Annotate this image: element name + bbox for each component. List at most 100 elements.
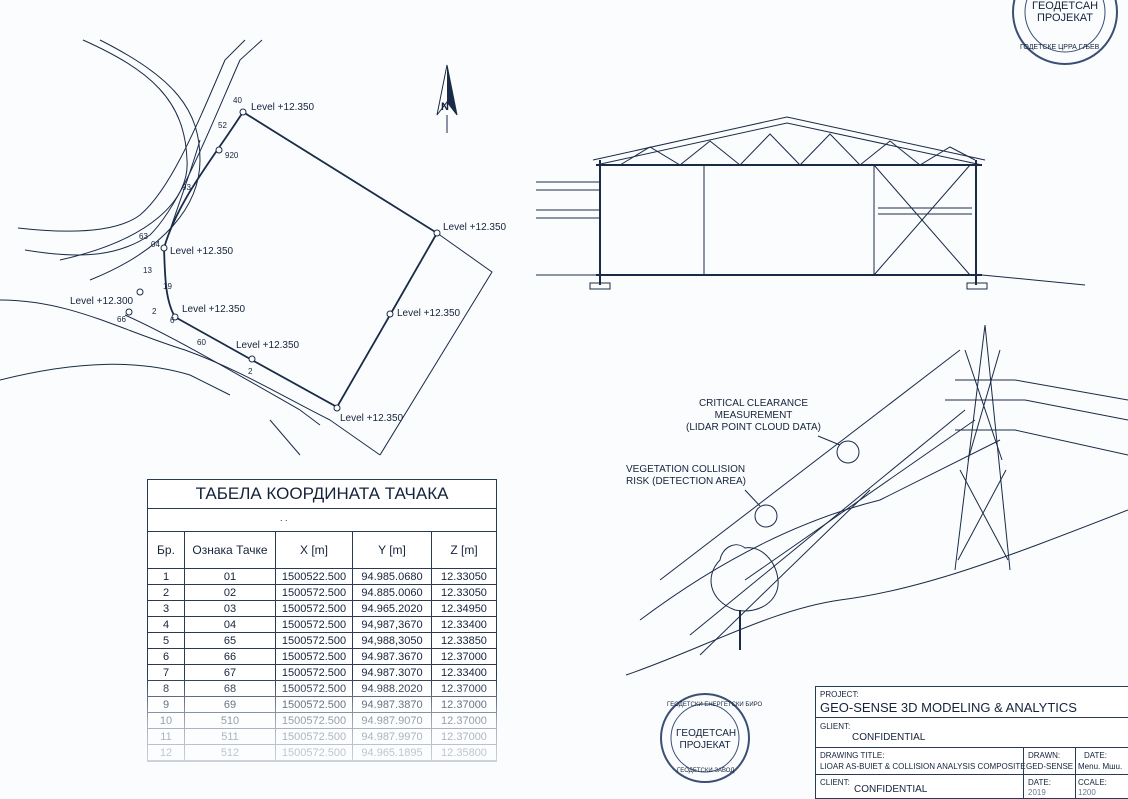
- date2-value: 2019: [1028, 788, 1046, 797]
- table-cell: 3: [148, 600, 185, 617]
- table-subtitle: . .: [148, 509, 496, 532]
- note-line: CRITICAL CLEARANCE: [698, 398, 809, 409]
- table-cell: 6: [148, 648, 185, 665]
- point-number: 40: [233, 96, 242, 105]
- corner-stamp-ring: ГОДЕТСКЕ ЦРРА ГЉЕВ: [1020, 44, 1100, 51]
- level-label: Level +12.350: [182, 304, 246, 315]
- stamp-ring-text: ГЕОДЕТСКИ ЗАВОД: [677, 768, 735, 774]
- project-value: GEO-SENSE 3D MODELING & ANALYTICS: [820, 700, 1077, 715]
- point-number: 66: [117, 315, 126, 324]
- client-value: CONFIDENTIAL: [852, 732, 926, 743]
- level-label: Level +12.350: [340, 413, 404, 424]
- drawing-title-value: LIOAR AS-BUIET & COLLISION ANALYSIS COMP…: [820, 762, 1026, 771]
- column-header: Z [m]: [431, 532, 496, 569]
- stamp-ring-text: ГЕОДЕТСКИ ЕНЕРГЕТСКИ БИРО: [667, 702, 763, 708]
- table-cell: 12.34950: [431, 600, 496, 617]
- stamp-line: ГЕОДЕТСАН: [1032, 0, 1099, 12]
- table-cell: 12.33850: [431, 632, 496, 649]
- stamp-line: ПРОЈЕКАТ: [679, 740, 731, 751]
- stamp-line: ПРОЈЕКАТ: [1037, 12, 1093, 24]
- table-cell: 1500572.500: [275, 632, 353, 649]
- survey-point-marker: [239, 108, 247, 116]
- powerline-section: [625, 324, 1128, 676]
- point-number: 04: [151, 240, 160, 249]
- table-cell: 12.33050: [431, 584, 496, 601]
- table-title: ТАБЕЛА КООРДИНАТА ТАЧАКА: [148, 480, 496, 509]
- warehouse-elevation: [536, 116, 1086, 290]
- point-number: 93: [182, 183, 191, 192]
- table-fade-overlay: [140, 676, 510, 797]
- date-value: Menu. Mшu.: [1078, 762, 1123, 771]
- level-label: Level +12.350: [236, 340, 300, 351]
- table-cell: 01: [184, 568, 276, 585]
- table-cell: 03: [184, 600, 276, 617]
- column-header: X [m]: [275, 532, 353, 569]
- parcel-boundary: [163, 111, 439, 409]
- client2-key: CLIENT:: [820, 778, 850, 787]
- table-cell: 12.33050: [431, 568, 496, 585]
- table-cell: 1: [148, 568, 185, 585]
- drawn-value: GED-SENSE: [1026, 762, 1074, 771]
- table-cell: 66: [184, 648, 276, 665]
- level-label: Level +12.350: [170, 246, 234, 257]
- table-cell: 2: [148, 584, 185, 601]
- scale-value: 1200: [1078, 788, 1096, 797]
- table-cell: 1500572.500: [275, 648, 353, 665]
- table-header-row: Бр. Ознака Тачке X [m] Y [m] Z [m]: [148, 532, 496, 569]
- table-cell: 4: [148, 616, 185, 633]
- table-cell: 94,988,3050: [352, 632, 432, 649]
- client-key: GLIENT:: [820, 722, 851, 731]
- note-line: MEASUREMENT: [714, 410, 793, 421]
- column-header: Ознака Тачке: [184, 532, 276, 569]
- point-number: 6: [170, 316, 175, 325]
- level-label: Level +12.350: [251, 102, 315, 113]
- table-cell: 1500572.500: [275, 600, 353, 617]
- north-label: N: [441, 101, 449, 113]
- date2-key: DATE:: [1028, 778, 1051, 787]
- point-number: 2: [152, 307, 157, 316]
- project-key: PROJECT:: [820, 690, 859, 699]
- client2-value: CONFIDENTIAL: [854, 784, 928, 795]
- road-edge: [59, 39, 188, 261]
- note-line: (LIDAR POINT CLOUD DATA): [686, 422, 822, 433]
- vegetation-risk-note: VEGETATION COLLISION RISK (DETECTION ARE…: [626, 464, 746, 488]
- point-number: 60: [197, 338, 206, 347]
- date-key: DATE:: [1084, 751, 1107, 760]
- table-cell: 94.987.3670: [352, 648, 432, 665]
- drawn-key: DRAWN:: [1028, 751, 1061, 760]
- column-header: Y [m]: [352, 532, 432, 569]
- point-number: 920: [225, 151, 239, 160]
- note-line: RISK (DETECTION AREA): [626, 476, 747, 487]
- level-label: Level +12.350: [443, 222, 507, 233]
- point-number: 19: [163, 282, 172, 291]
- point-number: 63: [139, 232, 148, 241]
- table-cell: 94.965.2020: [352, 600, 432, 617]
- point-number: 52: [218, 121, 227, 130]
- stamp-line: ГЕОДЕТСАН: [676, 728, 737, 739]
- north-arrow-icon: [436, 64, 458, 133]
- table-cell: 65: [184, 632, 276, 649]
- table-cell: 04: [184, 616, 276, 633]
- table-cell: 5: [148, 632, 185, 649]
- table-cell: 02: [184, 584, 276, 601]
- scale-key: CCALE:: [1078, 778, 1107, 787]
- project-row: PROJECT: GEO-SENSE 3D MODELING & ANALYTI…: [816, 687, 1128, 718]
- note-line: VEGETATION COLLISION: [626, 464, 746, 475]
- corner-stamp: ГЕОДЕТСАН ПРОЈЕКАТ: [1032, 0, 1098, 24]
- level-label: Level +12.300: [70, 296, 134, 307]
- stamp-center: ГЕОДЕТСАН ПРОЈЕКАТ: [676, 728, 737, 752]
- client2-row: CLIENT: CONFIDENTIAL DATE: 2019 CCALE: 1…: [816, 775, 1128, 798]
- table-cell: 12.37000: [431, 648, 496, 665]
- column-header: Бр.: [148, 532, 185, 569]
- table-cell: 12.33400: [431, 616, 496, 633]
- client-row: GLIENT: CONFIDENTIAL: [816, 718, 1128, 748]
- table-cell: 94.885.0060: [352, 584, 432, 601]
- table-cell: 94.985.0680: [352, 568, 432, 585]
- critical-clearance-note: CRITICAL CLEARANCE MEASUREMENT (LIDAR PO…: [686, 398, 821, 434]
